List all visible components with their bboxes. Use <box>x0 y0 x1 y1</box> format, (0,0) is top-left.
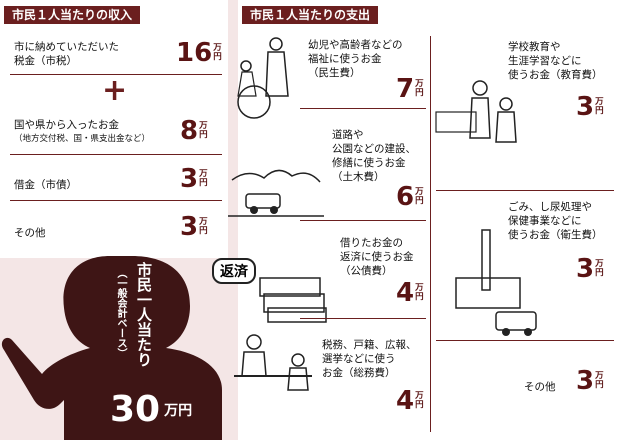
income-item-bond-label: 借金（市債） <box>14 179 77 191</box>
expense-header: 市民１人当たりの支出 <box>242 6 379 24</box>
total-amount: 30 万円 <box>110 389 193 430</box>
income-divider <box>10 154 222 155</box>
expense-item-general-label: 税務、戸籍、広報、 選挙などに使う お金（総務費） <box>322 339 417 379</box>
repay-tag: 返済 <box>212 258 256 284</box>
office-illustration-icon <box>234 334 312 391</box>
income-item-other-amount: 3 万円 <box>180 212 208 242</box>
expense-item-debt-label: 借りたお金の 返済に使うお金 （公債費） <box>340 237 414 277</box>
expense-divider <box>436 190 614 191</box>
income-item-bond-amount: 3 万円 <box>180 164 208 194</box>
income-item-tax-label: 市に納めていただいた 税金（市税） <box>14 41 119 67</box>
expense-divider <box>300 220 426 221</box>
expense-divider <box>300 318 426 319</box>
income-header: 市民１人当たりの収入 <box>4 6 141 24</box>
expense-item-other-label: その他 <box>524 381 556 393</box>
expense-divider <box>300 108 426 109</box>
expense-item-welfare-amount: 7 万円 <box>396 74 424 104</box>
money-bundle-illustration-icon <box>259 277 327 323</box>
income-item-national-amount: 8 万円 <box>180 116 208 146</box>
income-panel <box>0 0 228 258</box>
expense-column-divider <box>430 36 431 432</box>
expense-item-welfare-label: 幼児や高齢者などの 福祉に使うお金 （民生費） <box>308 39 403 79</box>
total-basis-note: （一般会計ベース） <box>115 268 126 358</box>
income-item-tax-amount: 16 万円 <box>176 38 222 68</box>
school-illustration-icon <box>435 80 517 143</box>
citizen-silhouette-icon <box>1 256 222 440</box>
expense-item-sanitation-amount: 3 万円 <box>576 254 604 284</box>
expense-item-debt-amount: 4 万円 <box>396 278 424 308</box>
welfare-illustration-icon <box>237 37 289 119</box>
expense-item-education-label: 学校教育や 生涯学習などに 使うお金（教育費） <box>508 41 603 81</box>
expense-item-other-amount: 3 万円 <box>576 366 604 396</box>
sanitation-illustration-icon <box>455 229 537 336</box>
plus-sign: + <box>102 73 128 108</box>
construction-illustration-icon <box>228 169 324 217</box>
income-item-national-label: 国や県から入ったお金 （地方交付税、国・県支出金など） <box>14 119 151 144</box>
expense-item-construction-label: 道路や 公園などの建設、 修繕に使うお金 （土木費） <box>332 129 416 183</box>
income-divider <box>10 200 222 201</box>
expense-item-sanitation-label: ごみ、し尿処理や 保健事業などに 使うお金（衛生費） <box>508 201 603 241</box>
expense-item-general-amount: 4 万円 <box>396 386 424 416</box>
expense-item-education-amount: 3 万円 <box>576 92 604 122</box>
expense-item-construction-amount: 6 万円 <box>396 182 424 212</box>
income-item-other-label: その他 <box>14 227 46 239</box>
total-label: 市民一人当たり <box>135 262 153 367</box>
income-divider <box>10 74 222 75</box>
expense-divider <box>436 340 614 341</box>
